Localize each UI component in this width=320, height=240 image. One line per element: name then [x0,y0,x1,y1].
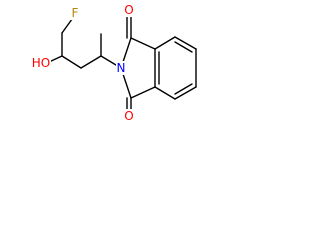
fluorine-label: F [72,6,79,20]
bond-aromatic-inner-1 [174,41,193,53]
nitrogen-label: N [117,61,126,75]
atom-carbonyl-oxygen-top: O [124,3,134,17]
hydroxyl-label: HO [32,56,50,70]
atom-labels-group: F HO N O O [31,3,134,123]
carbonyl-oxygen-top-label: O [124,3,133,17]
bond-c4-c3a [154,86,176,100]
bond-c7a-c7 [154,36,176,50]
bond-aromatic-inner-2 [174,83,193,95]
bond-c1-c7a [130,37,156,50]
bond-c2-c3 [61,55,82,69]
bond-c3-c4 [80,55,102,69]
chemical-structure-diagram: F HO N O O [31,3,197,123]
atom-hydroxyl: HO [31,56,51,70]
bond-c7-c6 [174,36,197,50]
atom-fluorine: F [70,6,80,20]
carbonyl-oxygen-bottom-label: O [124,109,133,123]
bond-c2-oh [48,55,63,63]
bond-c3-c3a [130,86,156,99]
bond-c5-c4 [174,86,197,100]
atom-nitrogen: N [116,61,126,75]
atom-carbonyl-oxygen-bottom: O [124,109,134,123]
